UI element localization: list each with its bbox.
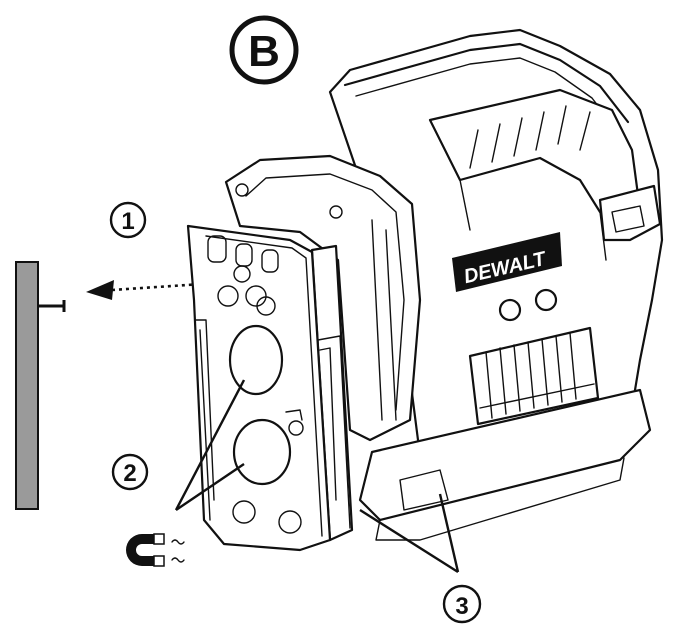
magnet-icon [126,533,185,567]
callout-1-label: 1 [121,208,134,235]
magnetic-bracket [186,154,422,552]
round-button-left [498,298,522,322]
magnet-lower [232,418,292,486]
round-button-right [534,288,558,312]
laser-level-body: DEWALT [328,28,664,541]
magnet-upper [228,324,284,396]
panel-label: B [248,27,280,76]
panel-label-group: B [229,15,299,85]
callout-2-label: 2 [123,460,136,487]
callout-3-label: 3 [455,593,468,620]
callout-1: 1 [109,201,147,239]
callout-2: 2 [111,379,246,511]
panel-label-circle [229,15,299,85]
callout-3: 3 [359,493,482,624]
wall-plate-icon [15,261,66,510]
